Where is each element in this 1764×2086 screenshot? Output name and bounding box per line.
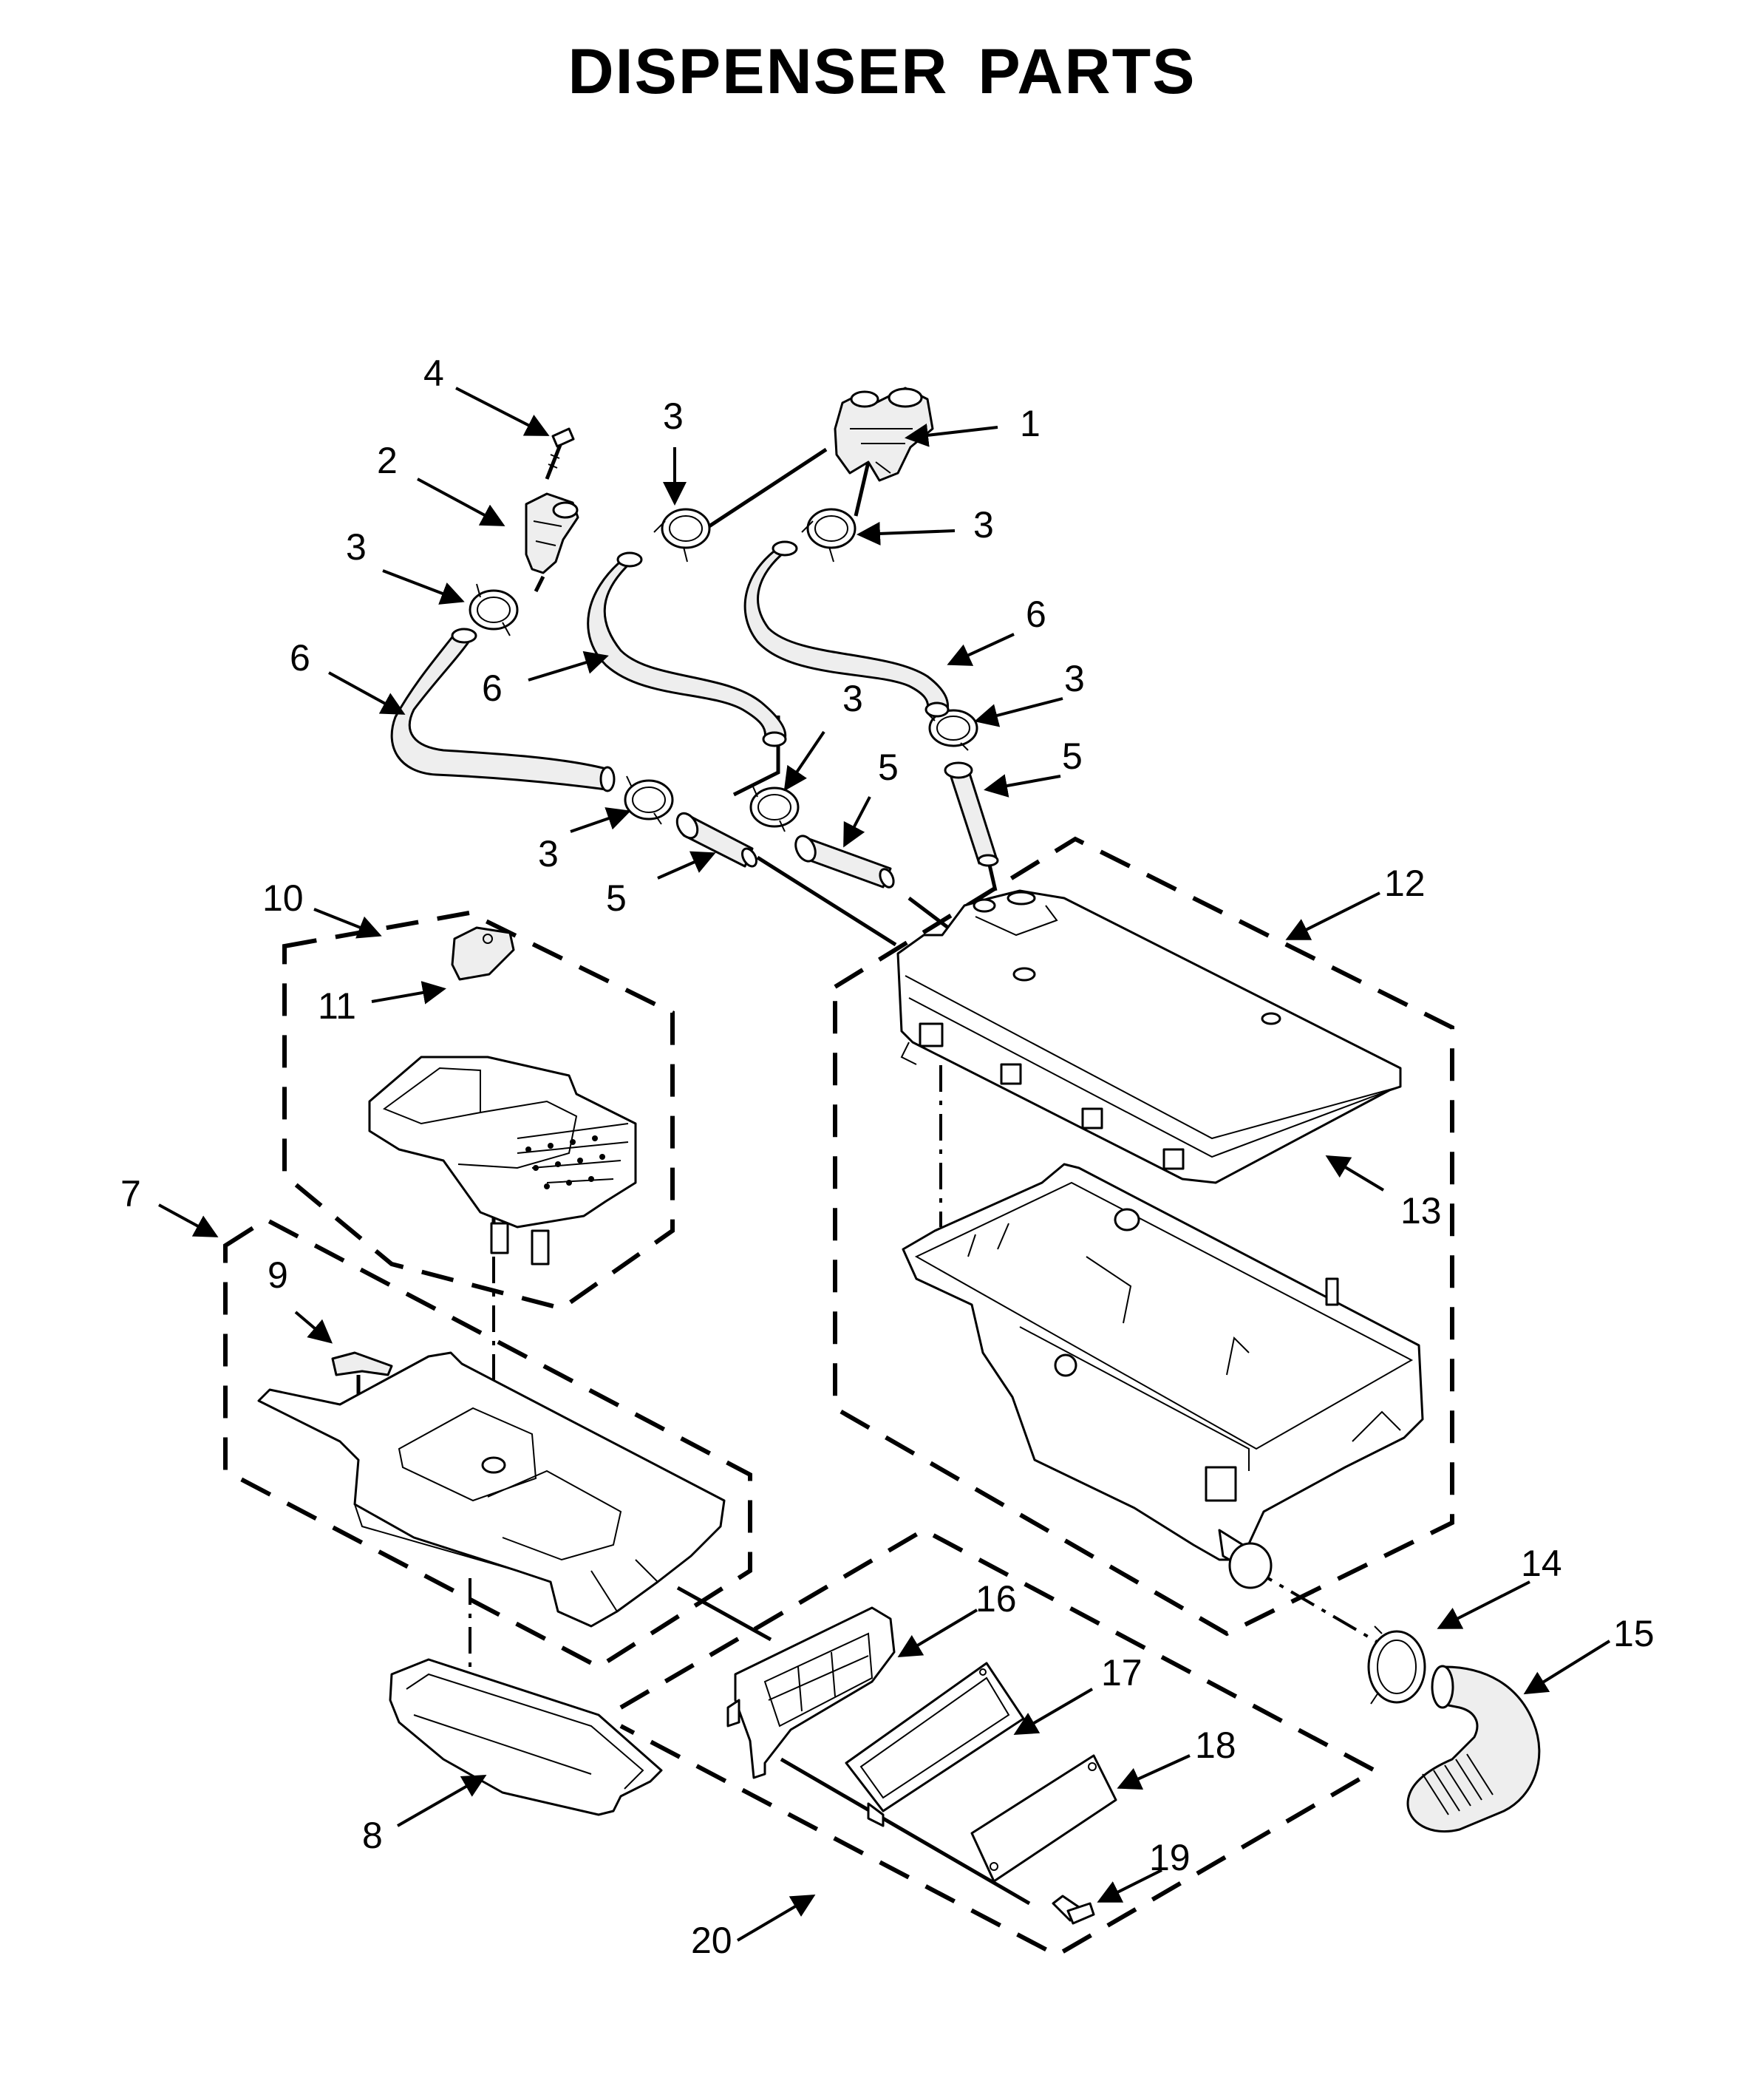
plate-part-18 <box>970 1754 1117 1883</box>
callout-5: 5 <box>606 877 627 919</box>
tube-part-5 <box>794 835 895 889</box>
callout-13: 13 <box>1400 1190 1442 1231</box>
assembly-line <box>756 855 897 947</box>
callout-11: 11 <box>318 985 356 1027</box>
tube-part-5 <box>675 812 757 868</box>
gasket-part-17 <box>845 1662 1025 1827</box>
water-valve-part-2 <box>525 492 579 593</box>
callout-16: 16 <box>975 1578 1017 1620</box>
callout-8: 8 <box>362 1815 383 1856</box>
callout-6: 6 <box>1026 594 1046 635</box>
callout-3: 3 <box>973 504 994 546</box>
assembly-12-boundary <box>833 836 1454 1637</box>
callout-3: 3 <box>538 833 559 874</box>
callout-15: 15 <box>1613 1613 1655 1654</box>
screw-part-4 <box>545 427 575 480</box>
callout-12: 12 <box>1384 863 1426 904</box>
callout-10: 10 <box>262 877 304 919</box>
dispenser-box-part-13 <box>902 1163 1424 1589</box>
assembly-line <box>704 447 828 531</box>
callout-3: 3 <box>842 678 863 719</box>
assembly-line <box>854 461 871 517</box>
drawer-part-8 <box>389 1658 663 1816</box>
callout-5: 5 <box>878 747 899 788</box>
dispenser-insert-part-10 <box>368 1056 637 1265</box>
hose-clamp-part-3 <box>653 508 711 563</box>
callout-14: 14 <box>1521 1543 1562 1584</box>
callout-3: 3 <box>1064 658 1085 699</box>
callout-19: 19 <box>1149 1837 1191 1878</box>
hose-clamp-part-3 <box>469 583 519 636</box>
hose-part-6 <box>390 628 616 792</box>
hose-clamp-part-14 <box>1367 1625 1426 1705</box>
page-title: DISPENSER PARTS <box>568 36 1196 107</box>
callout-4: 4 <box>423 353 444 394</box>
assembly-7-boundary <box>223 1217 752 1670</box>
assembly-line <box>987 864 998 891</box>
assembly-line <box>1247 1566 1383 1646</box>
assembly-line <box>676 1586 772 1642</box>
detergent-tray-part-16 <box>726 1606 896 1779</box>
screw-part-19 <box>1052 1895 1095 1925</box>
callout-6: 6 <box>482 667 503 709</box>
callout-9: 9 <box>268 1254 288 1296</box>
callout-3: 3 <box>346 526 367 568</box>
dispenser-cover-part-12 <box>896 889 1402 1184</box>
callout-6: 6 <box>290 637 310 679</box>
assembly-10-boundary <box>282 910 675 1311</box>
bellows-hose-part-15 <box>1406 1665 1541 1833</box>
callout-3: 3 <box>663 395 684 437</box>
dispenser-housing-part-7 <box>257 1351 726 1628</box>
callout-18: 18 <box>1195 1725 1236 1766</box>
assembly-20-boundary <box>619 1527 1380 1958</box>
hose-clamp-part-3 <box>749 784 800 832</box>
callout-17: 17 <box>1101 1652 1142 1693</box>
hose-clamp-part-3 <box>801 508 857 563</box>
tube-part-5 <box>944 761 999 867</box>
hose-clamp-part-3 <box>624 775 674 825</box>
siphon-cap-part-11 <box>451 926 515 981</box>
assembly-line <box>907 897 950 929</box>
callout-2: 2 <box>377 440 398 481</box>
water-valve-part-1 <box>834 387 934 482</box>
callout-20: 20 <box>691 1920 732 1961</box>
callout-7: 7 <box>120 1173 141 1214</box>
callout-5: 5 <box>1062 735 1083 777</box>
hose-part-6 <box>743 540 950 718</box>
assembly-line <box>780 1757 1031 1906</box>
callout-1: 1 <box>1020 403 1041 444</box>
